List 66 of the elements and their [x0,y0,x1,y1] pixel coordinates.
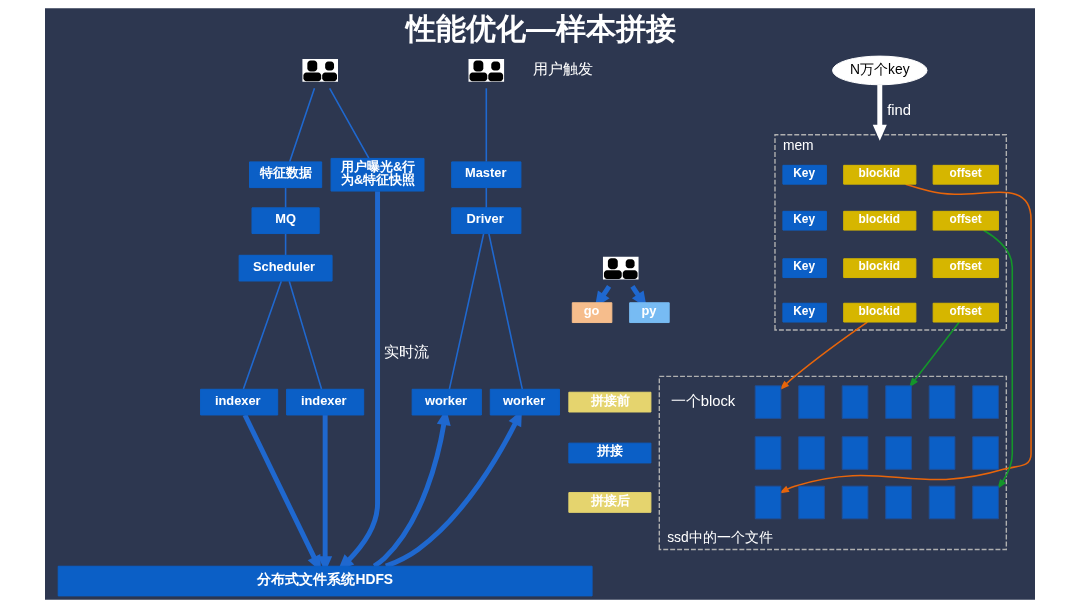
node-box [754,436,782,470]
node-box: offset [932,258,999,279]
node-box: 拼接前 [568,391,652,413]
connector [288,280,323,390]
node-box: 用户曝光&行为&特征快照 [330,157,425,192]
node-box: worker [411,388,482,416]
node-box: blockid [843,258,917,279]
node-box [841,436,869,470]
connector [284,232,287,256]
node-box: 拼接后 [568,492,652,513]
node-box: worker [489,388,560,416]
node-box [798,385,825,419]
arrow [872,84,887,141]
node-box [841,385,869,419]
node-box [885,436,912,470]
node-box [885,385,912,419]
node-box [928,385,956,419]
node-box: Key [782,164,827,185]
node-box [928,436,956,470]
node-label: 一个block [670,392,736,409]
connector [485,87,488,163]
arrow [982,229,1014,490]
node-box: Key [782,210,827,231]
node-box [928,485,956,520]
connector [448,232,485,390]
node-box [885,485,912,520]
node-box: go [571,302,613,324]
node-box: offset [932,210,999,231]
edge-label: find [887,102,912,119]
node-box: offset [932,302,999,323]
node-box [798,485,825,520]
node-ellipse: N万个key [832,55,928,86]
node-box [972,485,999,520]
arrow [779,321,869,391]
node-box [972,436,999,470]
node-box: indexer [200,388,279,416]
node-box: Scheduler [238,254,333,282]
connector [242,280,283,390]
node-box: Driver [451,207,522,235]
connector [284,186,287,209]
connector [288,87,316,163]
node-box: blockid [843,302,917,323]
node-box: indexer [286,388,365,416]
node-box [754,385,782,419]
diagram-title: 性能优化—样本拼接 [406,11,676,45]
connector [488,232,524,390]
connector [485,186,488,209]
node-box: blockid [843,210,917,231]
node-label: 用户触发 [533,60,594,77]
connector [328,87,370,159]
node-box: Key [782,258,827,279]
node-box [841,485,869,520]
node-box: 拼接 [568,442,652,464]
node-box [972,385,999,419]
edge-label: 实时流 [384,344,430,361]
node-box: offset [932,164,999,185]
node-box: MQ [251,207,320,235]
node-box: py [629,302,670,324]
node-box [798,436,825,470]
node-box [754,485,782,520]
node-box: blockid [843,164,917,185]
node-box: Key [782,302,827,323]
arrow [908,321,960,388]
node-box: Master [451,161,522,189]
node-box: 分布式文件系统HDFS [57,565,593,597]
node-box: 特征数据 [249,161,323,189]
